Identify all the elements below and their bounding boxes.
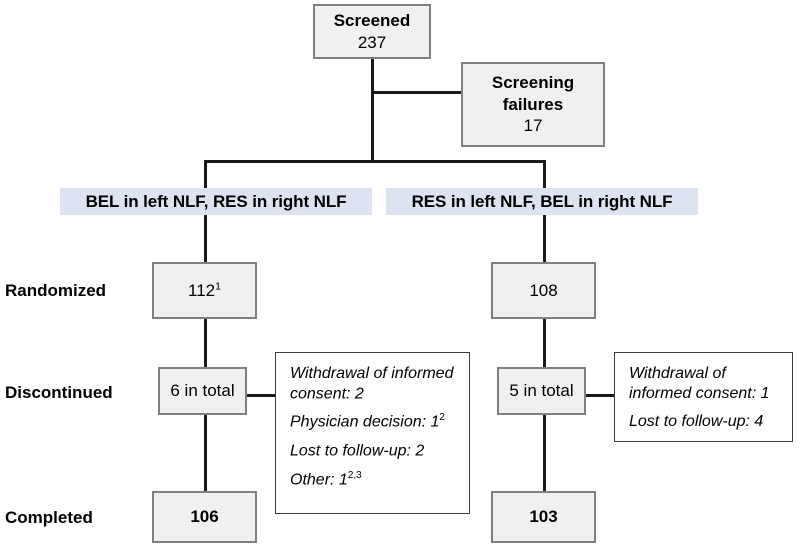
connector-right-discontinued-completed — [543, 414, 546, 492]
node-screening-failures: Screening failures 17 — [461, 62, 605, 147]
node-screened-value: 237 — [357, 32, 387, 52]
reasons-box-left: Withdrawal of informed consent: 2 Physic… — [275, 352, 470, 514]
node-discontinued-left: 6 in total — [158, 367, 247, 415]
row-label-randomized: Randomized — [5, 281, 107, 300]
footnote-marker: 1 — [215, 279, 221, 292]
connector-screened-trunk — [371, 55, 374, 163]
connector-left-reasons — [246, 394, 276, 397]
reason-item: Other: 12,3 — [290, 470, 362, 489]
connector-left-discontinued-completed — [204, 414, 207, 492]
node-screening-failures-title-line1: Screening — [491, 72, 575, 92]
row-label-completed: Completed — [5, 508, 93, 527]
node-randomized-right-value: 108 — [529, 280, 558, 300]
footnote-marker: 2,3 — [347, 470, 362, 482]
reason-item: Lost to follow-up: 2 — [290, 442, 425, 460]
connector-right-arm-drop — [543, 160, 546, 287]
reason-item: Withdrawal of informed consent: 2 — [290, 365, 454, 402]
arm-header-right-label: RES in left NLF, BEL in right NLF — [411, 191, 673, 211]
footnote-marker: 2 — [439, 412, 445, 424]
node-screened-title: Screened — [333, 10, 411, 30]
node-completed-right: 103 — [491, 491, 596, 543]
node-screening-failures-value: 17 — [523, 116, 543, 136]
node-randomized-left-value: 1121 — [188, 279, 221, 300]
node-screened: Screened 237 — [313, 4, 431, 59]
node-randomized-left: 1121 — [152, 262, 257, 319]
node-completed-left-value: 106 — [190, 507, 219, 527]
reason-item: Withdrawal of informed consent: 1 — [629, 365, 770, 402]
reason-item: Physician decision: 12 — [290, 412, 445, 431]
row-label-discontinued: Discontinued — [5, 383, 113, 402]
node-screening-failures-title-line2: failures — [502, 94, 564, 114]
node-randomized-right: 108 — [491, 262, 596, 319]
connector-left-randomized-discontinued — [204, 318, 207, 378]
connector-to-screening-failures — [371, 91, 463, 94]
node-completed-left: 106 — [152, 491, 257, 543]
connector-right-randomized-discontinued — [543, 318, 546, 378]
arm-header-left-label: BEL in left NLF, RES in right NLF — [85, 191, 347, 211]
node-discontinued-right-value: 5 in total — [509, 381, 574, 401]
connector-arm-split — [204, 160, 546, 163]
connector-left-arm-drop — [204, 160, 207, 287]
reason-item: Lost to follow-up: 4 — [629, 413, 764, 431]
arm-header-left: BEL in left NLF, RES in right NLF — [60, 188, 372, 215]
node-discontinued-right: 5 in total — [497, 367, 586, 415]
reasons-box-right: Withdrawal of informed consent: 1 Lost t… — [614, 352, 793, 442]
arm-header-right: RES in left NLF, BEL in right NLF — [386, 188, 698, 215]
node-discontinued-left-value: 6 in total — [170, 381, 235, 401]
node-completed-right-value: 103 — [529, 507, 558, 527]
connector-right-reasons — [585, 394, 615, 397]
